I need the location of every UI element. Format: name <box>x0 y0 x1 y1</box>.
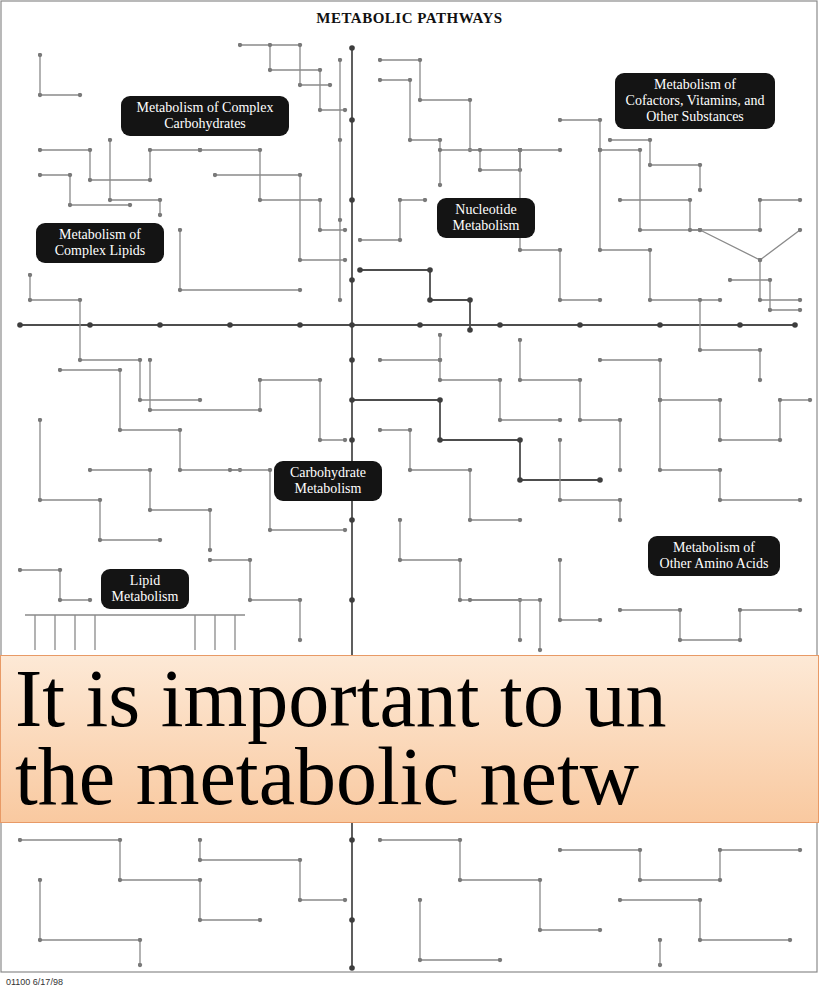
pathway-line <box>380 840 600 930</box>
pathway-line <box>351 48 353 968</box>
pathway-line <box>400 520 520 640</box>
pathway-line <box>659 940 660 965</box>
pathway-line <box>560 850 800 880</box>
pathway-line <box>700 300 760 380</box>
pathway-line <box>560 120 700 230</box>
pathway-line <box>339 60 340 300</box>
pathway-line <box>620 900 790 940</box>
pathway-line <box>200 840 345 900</box>
pathway-line <box>240 45 330 85</box>
pathway-line <box>360 200 425 240</box>
region-label: Metabolism of Complex Lipids <box>45 227 155 259</box>
pathway-line <box>620 610 800 640</box>
pathway-line <box>380 430 520 520</box>
pathway-line <box>560 560 600 620</box>
region-tag: Nucleotide Metabolism <box>437 198 535 238</box>
region-tag: Metabolism of Other Amino Acids <box>648 536 780 576</box>
pathway-line <box>110 140 160 215</box>
pathway-line <box>380 80 440 185</box>
pathway-line <box>380 360 560 420</box>
pathway-line <box>20 840 260 920</box>
pathway-line <box>700 230 800 260</box>
map-id-date: 01100 6/17/98 <box>6 977 63 987</box>
pathway-line <box>730 280 800 310</box>
region-tag: Metabolism of Cofactors, Vitamins, and O… <box>615 73 775 129</box>
pathway-line <box>90 470 210 550</box>
pathway-line <box>20 570 90 600</box>
region-label: Nucleotide Metabolism <box>446 202 526 234</box>
pathway-line <box>420 900 500 960</box>
pathway-line <box>600 150 720 300</box>
pathway-line <box>660 400 800 500</box>
region-tag: Carbohydrate Metabolism <box>274 461 382 501</box>
pathway-line <box>600 360 810 440</box>
pathway-line <box>30 275 200 400</box>
map-frame <box>1 1 817 972</box>
pathway-line <box>210 560 300 640</box>
region-label: Carbohydrate Metabolism <box>283 465 373 497</box>
caption-banner: It is important to un the metabolic netw <box>0 655 819 823</box>
pathway-line <box>180 230 300 290</box>
pathway-line <box>150 360 345 440</box>
region-tag: Metabolism of Complex Carbohydrates <box>121 96 289 136</box>
pathway-line <box>560 440 620 520</box>
region-label: Metabolism of Complex Carbohydrates <box>130 100 280 132</box>
region-tag: Metabolism of Complex Lipids <box>36 223 164 263</box>
region-label: Lipid Metabolism <box>110 573 180 605</box>
pathway-line <box>200 150 345 230</box>
pathway-line <box>40 55 80 95</box>
pathway-lines <box>20 45 810 968</box>
pathway-line <box>360 270 470 330</box>
region-label: Metabolism of Other Amino Acids <box>657 540 771 572</box>
map-title: METABOLIC PATHWAYS <box>0 10 819 27</box>
pathway-line <box>620 200 800 230</box>
pathway-line <box>470 600 540 650</box>
pathway-line <box>20 324 795 326</box>
pathway-line <box>25 615 245 650</box>
pathway-line <box>610 140 700 190</box>
pathway-line <box>380 60 520 150</box>
caption-text: It is important to un the metabolic netw <box>15 660 715 816</box>
pathway-line <box>352 400 600 480</box>
pathway-line <box>439 335 440 360</box>
pathway-line <box>215 175 345 260</box>
pathway-line <box>40 880 140 965</box>
region-label: Metabolism of Cofactors, Vitamins, and O… <box>624 77 766 125</box>
region-tag: Lipid Metabolism <box>101 569 189 609</box>
pathway-line <box>440 150 560 170</box>
pathway-line <box>40 420 160 540</box>
